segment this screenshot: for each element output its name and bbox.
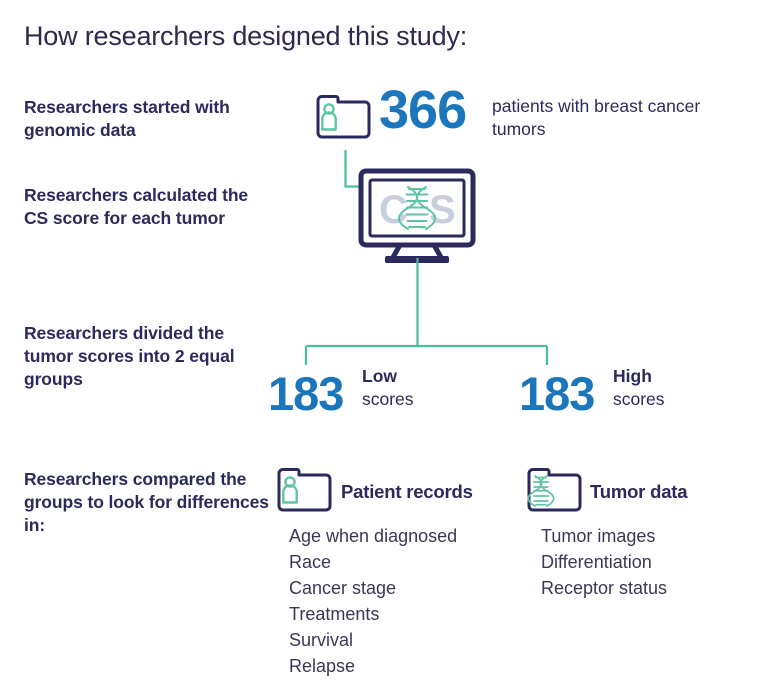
group-low-kind: Low xyxy=(362,366,397,386)
step-label-calculated-cs-score: Researchers calculated the CS score for … xyxy=(24,185,249,228)
folder-person-icon xyxy=(315,93,373,146)
list-item: Tumor images xyxy=(541,526,656,546)
list-item: Differentiation xyxy=(541,552,652,572)
connector-monitor-to-groups xyxy=(295,258,575,373)
folder-person-icon xyxy=(276,466,334,519)
group-low-count: 183 xyxy=(268,367,344,420)
monitor-cs-icon: C S xyxy=(358,168,476,271)
group-high-caption: High scores xyxy=(613,365,665,411)
step-label-started-with-genomic-data: Researchers started with genomic data xyxy=(24,97,230,140)
list-item: Receptor status xyxy=(541,578,668,598)
group-low-word: scores xyxy=(362,389,414,409)
group-high-word: scores xyxy=(613,389,665,409)
dna-helix-icon xyxy=(527,475,555,507)
list-item: Relapse xyxy=(289,656,356,676)
list-item: Race xyxy=(289,552,332,572)
cohort-caption: patients with breast cancer tumors xyxy=(492,96,701,139)
column-list-patient-records: Age when diagnosed Race Cancer stage Tre… xyxy=(289,523,457,679)
list-item: Cancer stage xyxy=(289,578,397,598)
column-title-tumor-data: Tumor data xyxy=(590,481,688,502)
list-item: Age when diagnosed xyxy=(289,526,458,546)
step-label-compared-groups: Researchers compared the groups to look … xyxy=(24,469,269,535)
column-list-tumor-data: Tumor images Differentiation Receptor st… xyxy=(541,523,667,601)
cohort-count: 366 xyxy=(379,80,467,140)
list-item: Survival xyxy=(289,630,354,650)
step-label-divided-into-two-groups: Researchers divided the tumor scores int… xyxy=(24,323,235,389)
group-high-count: 183 xyxy=(519,367,595,420)
group-high-kind: High xyxy=(613,366,652,386)
column-title-patient-records: Patient records xyxy=(341,481,473,502)
screen-letter-s: S xyxy=(429,188,456,232)
folder-dna-icon xyxy=(526,466,584,519)
dna-helix-icon xyxy=(398,186,436,230)
page-title: How researchers designed this study: xyxy=(24,21,468,51)
list-item: Treatments xyxy=(289,604,380,624)
group-low-caption: Low scores xyxy=(362,365,414,411)
